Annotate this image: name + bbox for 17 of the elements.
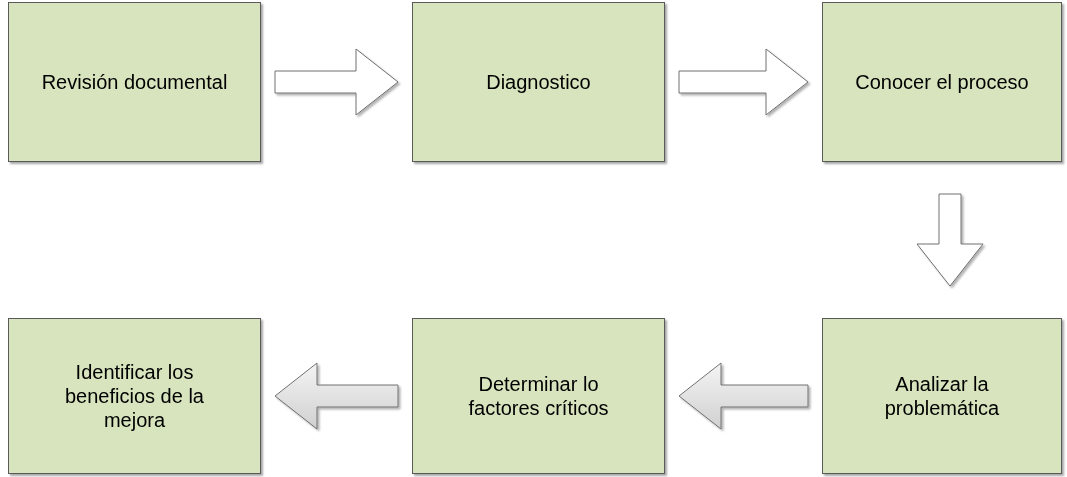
block-arrow	[916, 193, 984, 287]
block-arrow	[274, 362, 399, 430]
block-arrow	[678, 362, 809, 430]
box-label: Analizar la problemática	[883, 372, 1001, 420]
process-box	[412, 2, 665, 162]
process-box	[822, 2, 1062, 162]
box-label: Determinar lo factores críticos	[467, 372, 610, 420]
box-label: Revisión documental	[41, 70, 228, 94]
block-arrow	[678, 48, 809, 116]
box-label: Conocer el proceso	[855, 70, 1029, 94]
process-box	[412, 318, 665, 474]
process-box	[8, 318, 261, 474]
box-label: Diagnostico	[486, 70, 591, 94]
process-box	[8, 2, 261, 162]
process-box	[822, 318, 1062, 474]
block-arrow	[274, 48, 399, 116]
box-label: Identificar los beneficios de la mejora	[64, 360, 205, 432]
